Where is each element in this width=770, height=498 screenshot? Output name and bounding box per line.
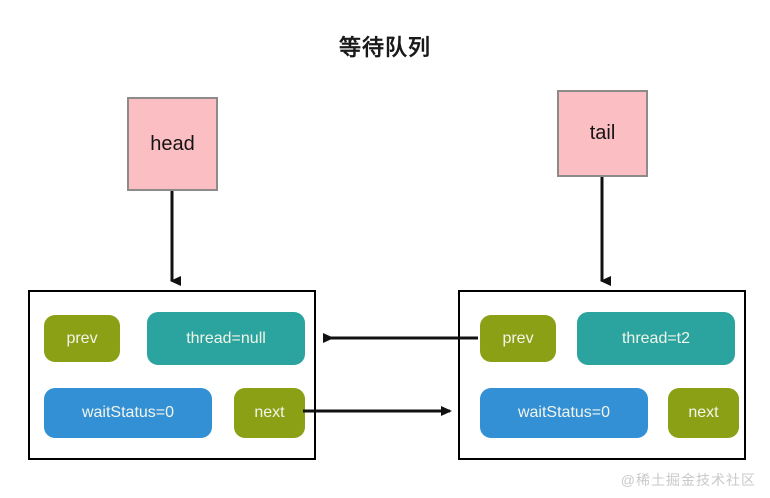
node-t2-thread-label: thread=t2 (621, 329, 691, 347)
node-t2-next-label: next (688, 404, 719, 421)
node-t2-field-prev: prev (480, 315, 556, 362)
pointer-box-head: head (127, 97, 218, 191)
pointer-label-head: head (150, 132, 195, 155)
node-head-thread-label: thread=null (186, 329, 266, 347)
page-title: 等待队列 (338, 35, 431, 60)
node-t2-prev-label: prev (502, 329, 534, 347)
node-head-field-next: next (234, 388, 305, 438)
node-t2-field-next: next (668, 388, 739, 438)
node-t2: prev thread=t2 waitStatus=0 next (458, 290, 746, 460)
pointer-box-tail: tail (557, 90, 648, 177)
node-head-waitstatus-label: waitStatus=0 (81, 404, 175, 421)
watermark: @稀土掘金技术社区 (620, 472, 756, 488)
node-head-next-label: next (254, 404, 285, 421)
node-t2-waitstatus-label: waitStatus=0 (517, 404, 611, 421)
node-head-field-waitstatus: waitStatus=0 (44, 388, 212, 438)
node-head: prev thread=null waitStatus=0 next (28, 290, 316, 460)
node-head-field-thread: thread=null (147, 312, 305, 365)
node-head-prev-label: prev (66, 329, 98, 347)
node-t2-field-thread: thread=t2 (577, 312, 735, 365)
node-head-field-prev: prev (44, 315, 120, 362)
node-t2-field-waitstatus: waitStatus=0 (480, 388, 648, 438)
pointer-label-tail: tail (589, 122, 616, 144)
